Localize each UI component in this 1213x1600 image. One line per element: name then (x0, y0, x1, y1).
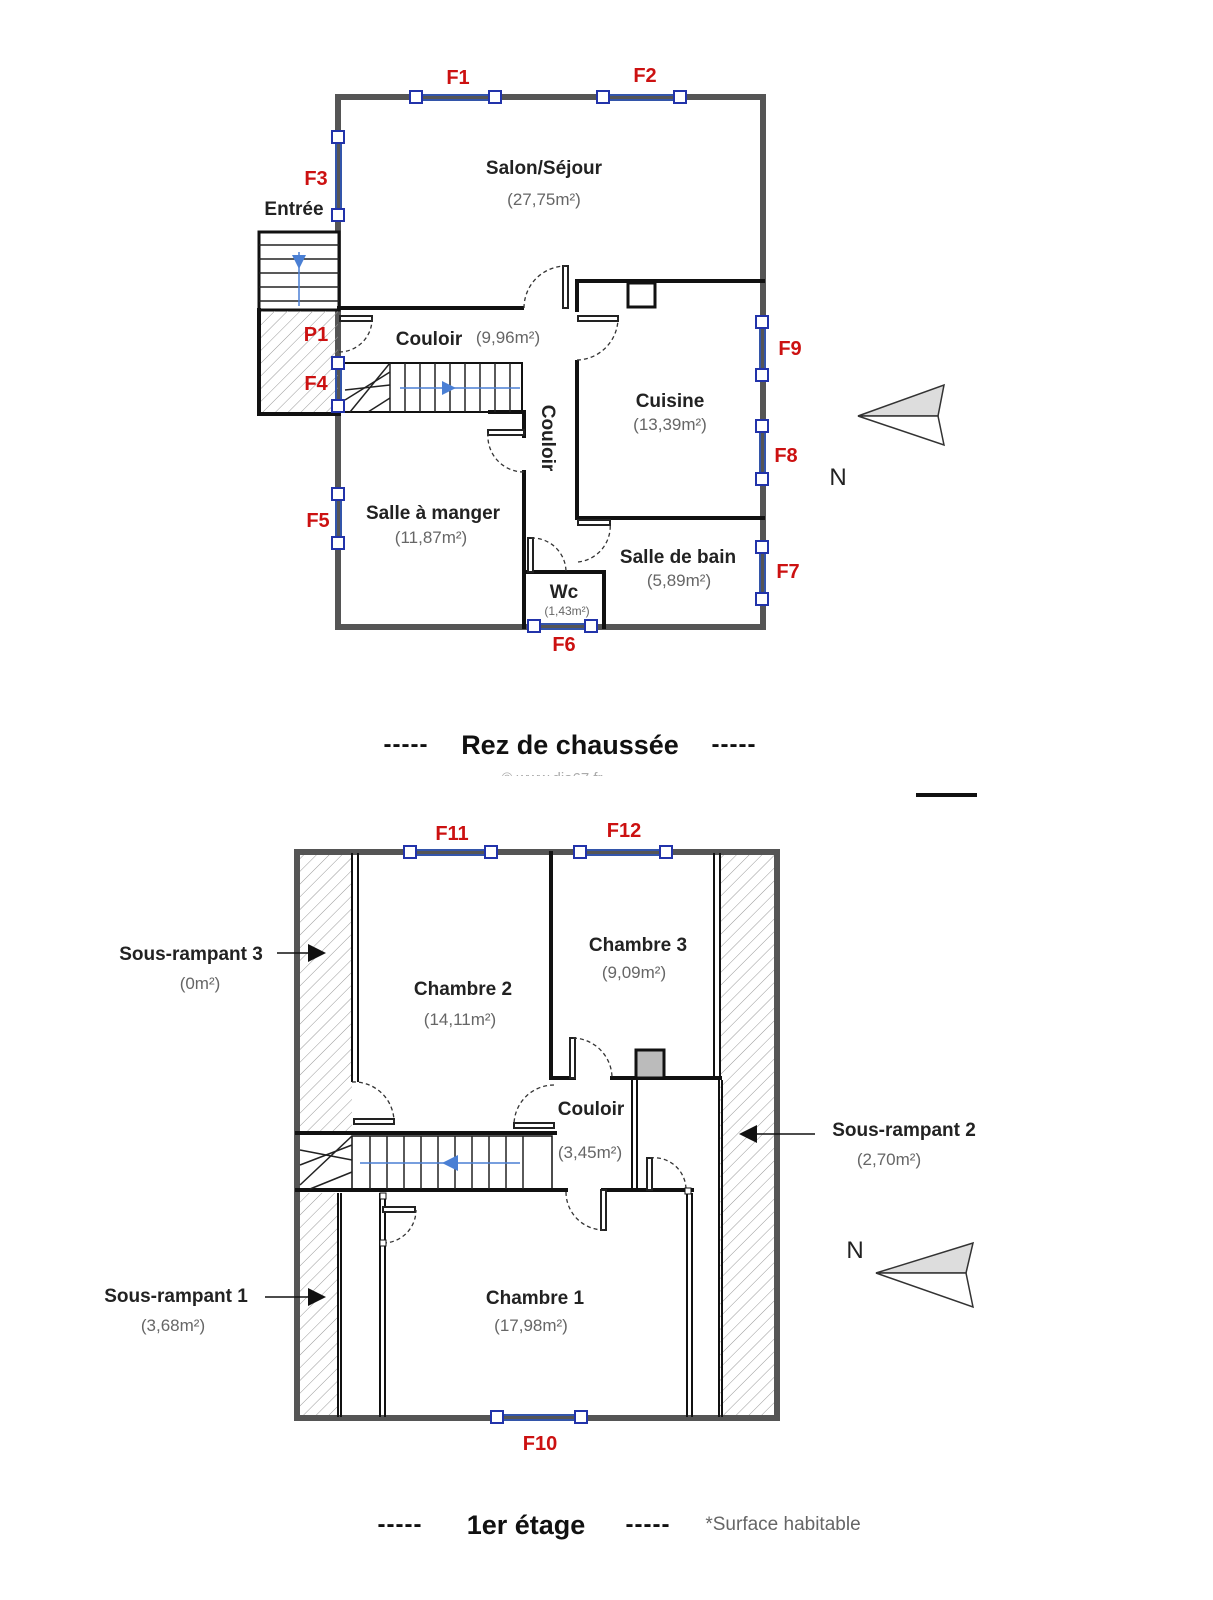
title-separator-right: ----- (712, 731, 757, 758)
room-name-couloir: Couloir (396, 329, 463, 350)
opening-label-f3: F3 (304, 168, 327, 190)
gf-windows (331, 90, 769, 633)
opening-label-f4: F4 (304, 373, 328, 395)
room-name-entree: Entrée (264, 199, 323, 220)
opening-label-f12: F12 (607, 820, 641, 842)
ground-floor-title: Rez de chaussée (461, 730, 679, 760)
stair-arrow-right-icon (442, 381, 456, 395)
ff-windows (403, 845, 673, 1424)
room-name-couloir-ff: Couloir (558, 1099, 625, 1120)
ff-wall (549, 851, 576, 1080)
compass-label: N (829, 464, 846, 491)
room-name-wc: Wc (550, 582, 579, 603)
callout-area-sous-rampant-3: (0m²) (180, 974, 221, 993)
title-separator-left-ff: ----- (378, 1511, 423, 1538)
gf-wall (522, 570, 606, 629)
room-area-salle-a-manger: (11,87m²) (395, 528, 467, 547)
room-area-chambre-2: (14,11m²) (424, 1010, 496, 1029)
room-area-couloir-ff: (3,45m²) (558, 1143, 622, 1162)
gf-stair-void (260, 311, 338, 414)
stair-arrow-left-icon (442, 1155, 458, 1171)
arrow-left-icon (739, 1125, 757, 1143)
arrow-right-icon (308, 944, 326, 962)
opening-label-f11: F11 (435, 823, 468, 845)
room-name-chambre-1: Chambre 1 (486, 1288, 585, 1309)
gf-outer-wall (335, 94, 766, 630)
ff-stair (299, 1135, 553, 1190)
room-name-chambre-3: Chambre 3 (589, 935, 687, 956)
opening-label-f8: F8 (774, 445, 797, 467)
sous-rampant-1-zone (298, 1193, 338, 1417)
ff-doors (351, 1037, 692, 1247)
opening-label-f10: F10 (523, 1433, 557, 1455)
room-name-salon: Salon/Séjour (486, 158, 603, 179)
opening-label-f9: F9 (778, 338, 801, 360)
room-name-salle-de-bain: Salle de bain (620, 547, 736, 568)
compass-north-icon (875, 1241, 975, 1309)
ff-knee-wall (718, 1080, 723, 1417)
inner-stair (339, 362, 523, 413)
ff-knee-wall (713, 853, 721, 1076)
stair-arrow-down-icon (292, 255, 306, 269)
opening-label-f7: F7 (776, 561, 799, 583)
ff-chimney (634, 1048, 666, 1080)
surface-note: *Surface habitable (705, 1514, 860, 1535)
room-area-chambre-1: (17,98m²) (494, 1316, 568, 1335)
first-floor-title: 1er étage (467, 1510, 586, 1540)
room-name-couloir-vertical: Couloir (537, 405, 558, 472)
ff-wall (631, 1080, 638, 1190)
room-area-wc: (1,43m²) (544, 604, 589, 618)
ground-floor-plan: F1 F2 F3 P1 F4 F5 F6 F7 F8 F9 Salon/Séjo… (257, 65, 977, 797)
callout-area-sous-rampant-1: (3,68m²) (141, 1316, 205, 1335)
room-area-chambre-3: (9,09m²) (602, 963, 666, 982)
room-name-chambre-2: Chambre 2 (414, 979, 512, 1000)
opening-label-p1: P1 (304, 324, 328, 346)
callout-sous-rampant-2: Sous-rampant 2 (832, 1120, 976, 1141)
title-separator-left: ----- (384, 731, 429, 758)
room-area-salle-de-bain: (5,89m²) (647, 571, 711, 590)
entrance-stair (259, 244, 339, 306)
opening-label-f2: F2 (633, 65, 656, 87)
ff-knee-wall (337, 1193, 342, 1417)
opening-label-f1: F1 (446, 67, 469, 89)
arrow-right-icon (308, 1288, 326, 1306)
room-area-cuisine: (13,39m²) (633, 415, 707, 434)
room-name-cuisine: Cuisine (636, 391, 705, 412)
callout-sous-rampant-1: Sous-rampant 1 (104, 1286, 248, 1307)
compass-north-icon (857, 383, 945, 447)
compass-label-ff: N (846, 1237, 863, 1264)
ff-knee-wall (351, 853, 359, 1082)
callout-area-sous-rampant-2: (2,70m²) (857, 1150, 921, 1169)
room-name-salle-a-manger: Salle à manger (366, 503, 501, 524)
room-area-couloir: (9,96m²) (476, 328, 540, 347)
first-floor-plan: F11 F12 F10 Chambre 2 (14,11m²) Chambre … (104, 820, 976, 1540)
ff-knee-wall (686, 1193, 693, 1417)
ff-outer-wall (294, 849, 780, 1421)
callout-sous-rampant-3: Sous-rampant 3 (119, 944, 263, 965)
gf-chimney (626, 281, 657, 309)
opening-label-f6: F6 (552, 634, 575, 656)
sous-rampant-3-zone (298, 853, 352, 1131)
ff-knee-wall (379, 1193, 386, 1417)
gf-doors (338, 265, 619, 573)
opening-label-f5: F5 (306, 510, 329, 532)
title-separator-right-ff: ----- (626, 1511, 671, 1538)
room-area-salon: (27,75m²) (507, 190, 581, 209)
